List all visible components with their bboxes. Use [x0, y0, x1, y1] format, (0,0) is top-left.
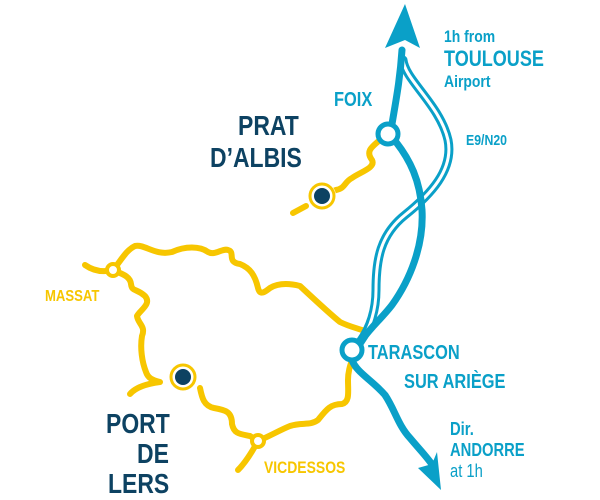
massat-marker	[105, 262, 121, 278]
andorre-label-line1: Dir.	[450, 419, 474, 439]
road-n20-highway	[355, 55, 454, 347]
vicdessos-marker	[250, 433, 266, 449]
road-port-de-lers-vicdessos	[197, 357, 355, 444]
highway-label: E9/N20	[466, 132, 508, 149]
road-massat-port-de-lers	[110, 267, 163, 397]
prat-dalbis-site-marker	[308, 182, 336, 210]
road-foix-local	[358, 46, 426, 344]
andorre-label-line3: at 1h	[450, 461, 483, 481]
airport-label-line3: Airport	[444, 72, 491, 91]
arrow-south-icon	[418, 452, 441, 490]
port-de-lers-label-line1: PORT	[106, 408, 170, 439]
tarascon-marker	[339, 337, 365, 363]
tarascon-label-line2: SUR ARIÈGE	[404, 371, 506, 393]
tarascon-label-line1: TARASCON	[368, 342, 460, 364]
foix-label: FOIX	[334, 89, 373, 111]
vicdessos-label: VICDESSOS	[264, 458, 346, 477]
airport-label-line2: TOULOUSE	[444, 46, 544, 71]
road-foix-prat-dalbis	[290, 137, 383, 216]
port-de-lers-label-line2: DE	[137, 438, 169, 469]
road-n20-highway-center	[360, 36, 451, 342]
massat-label: MASSAT	[45, 288, 100, 305]
andorre-label-line2: ANDORRE	[450, 440, 525, 460]
arrow-north-icon	[385, 4, 420, 48]
airport-label-line1: 1h from	[444, 27, 496, 46]
road-massat-loop-north	[82, 242, 365, 333]
foix-marker	[375, 121, 401, 147]
prat-dalbis-label-line1: PRAT	[238, 110, 299, 141]
port-de-lers-site-marker	[169, 363, 197, 391]
prat-dalbis-label-line2: D’ALBIS	[210, 142, 302, 173]
port-de-lers-label-line3: LERS	[108, 468, 170, 499]
road-to-andorre	[348, 356, 437, 470]
